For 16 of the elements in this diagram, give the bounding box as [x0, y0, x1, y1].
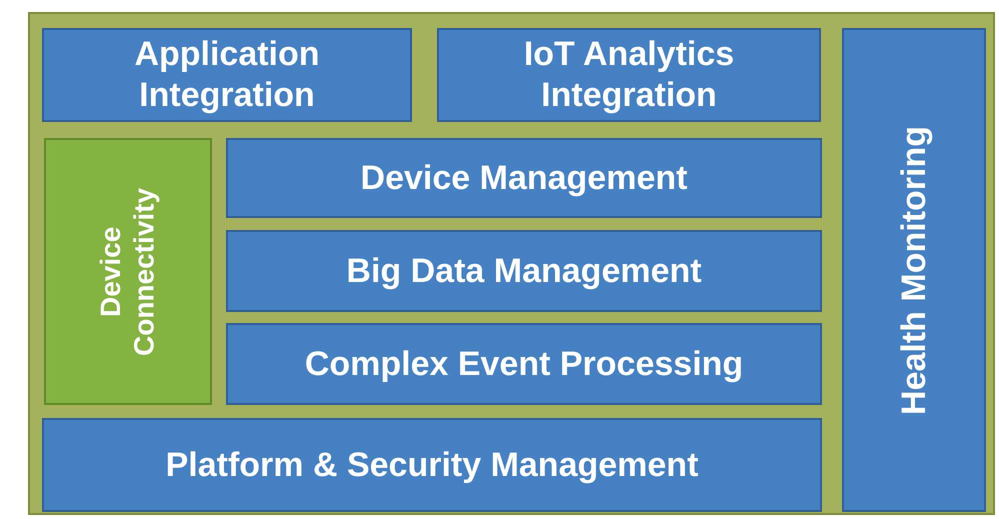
module-box [42, 28, 412, 122]
module-box [42, 418, 822, 512]
module-box [226, 138, 822, 218]
module-box [226, 323, 822, 405]
module-label: Device Management [360, 158, 688, 198]
module-box [437, 28, 821, 122]
module-label: Health Monitoring [894, 126, 934, 414]
module-label: Complex Event Processing [304, 344, 744, 384]
module-label: IoT Analytics Integration [522, 34, 736, 116]
module-label: Platform & Security Management [166, 444, 698, 486]
module-label: Application Integration [133, 34, 321, 116]
module-box [226, 230, 822, 312]
module-label: Device Connectivity [94, 186, 161, 358]
module-box [44, 138, 212, 405]
module-label: Big Data Management [346, 250, 702, 292]
module-box [842, 28, 986, 512]
